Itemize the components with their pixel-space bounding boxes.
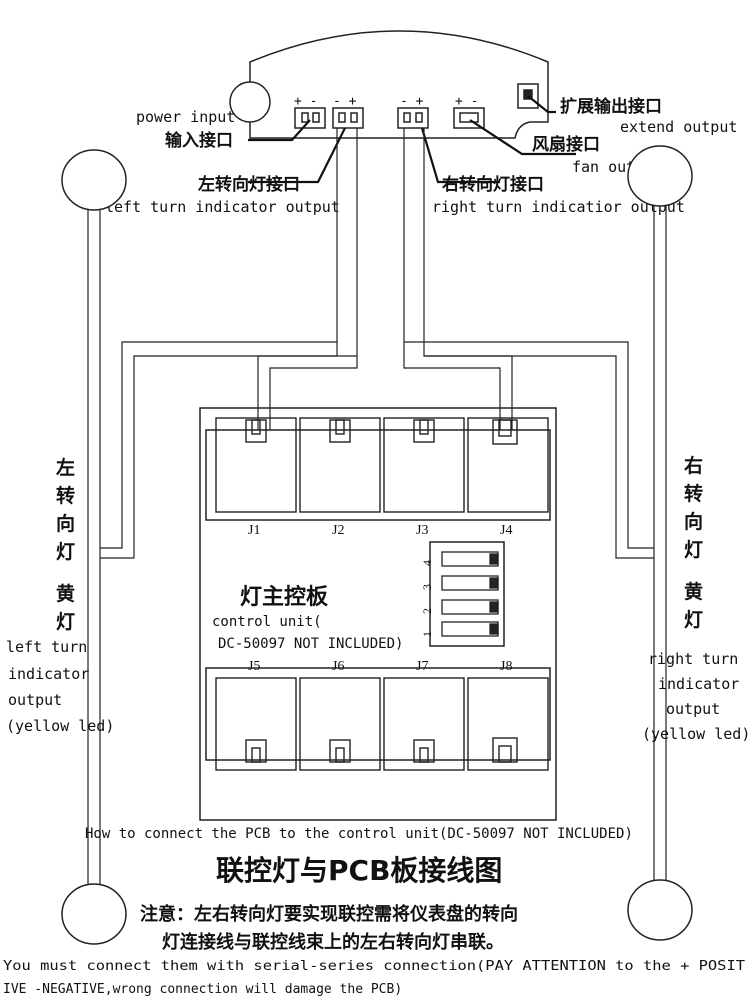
dip-number: 1	[420, 631, 434, 637]
connector-label-j4: J4	[500, 523, 512, 538]
left-led-top	[61, 149, 127, 211]
right-cn-char: 转	[684, 482, 703, 505]
left-cn-char: 黄	[56, 582, 75, 605]
left-leds	[61, 149, 127, 945]
how-to-caption: How to connect the PCB to the control un…	[85, 826, 633, 842]
right-en-line: output	[666, 700, 720, 718]
left-turn-cn-label: 左转向灯接口	[198, 174, 300, 195]
warning-line-2: IVE -NEGATIVE,wrong connection will dama…	[3, 982, 402, 997]
control-unit-cn-label: 灯主控板	[240, 584, 329, 610]
pcb-board	[229, 30, 549, 139]
connector-j7	[383, 677, 465, 771]
dip-switch	[429, 541, 505, 647]
leader-lines	[248, 95, 576, 184]
power-pin-marks: + -	[294, 94, 317, 109]
top-connectors	[215, 417, 549, 513]
right-cn-char: 灯	[684, 539, 703, 561]
connector-j2	[299, 417, 381, 513]
connector-j3	[383, 417, 465, 513]
control-unit-label-line1: control unit(	[212, 614, 322, 630]
left-pin-marks: - +	[333, 94, 357, 109]
bottom-connectors	[215, 677, 549, 771]
connector-label-j3: J3	[416, 523, 428, 538]
left-cn-char: 向	[56, 512, 75, 535]
fan-pin-marks: + -	[455, 94, 478, 109]
fan-cn-label: 风扇接口	[532, 134, 600, 155]
right-leds	[627, 145, 693, 941]
left-en-line: (yellow led)	[6, 717, 114, 735]
left-turn-label: left turn indicator output	[105, 198, 340, 216]
warning-line-1: You must connect them with serial-series…	[3, 959, 745, 974]
right-pin-marks: - +	[400, 94, 424, 109]
extend-connector	[517, 83, 539, 109]
connector-label-j5: J5	[248, 659, 260, 674]
left-cn-char: 灯	[56, 541, 75, 563]
power-input-label: power input	[136, 108, 235, 126]
right-cn-char: 向	[684, 510, 703, 533]
left-cn-char: 灯	[56, 611, 75, 633]
extend-output-cn-label: 扩展输出接口	[560, 96, 662, 117]
connector-j4	[467, 417, 549, 513]
left-turn-connector	[332, 107, 364, 129]
left-cn-char: 转	[56, 484, 75, 507]
note-line-1: 注意：左右转向灯要实现联控需将仪表盘的转向	[140, 903, 518, 925]
right-en-line: right turn	[648, 650, 738, 668]
wires	[87, 128, 667, 888]
note-line-2: 灯连接线与联控线束上的左右转向灯串联。	[162, 931, 504, 953]
left-en-line: output	[8, 691, 62, 709]
connector-j8	[467, 677, 549, 771]
right-en-line: (yellow led)	[642, 725, 750, 743]
connector-label-j8: J8	[500, 659, 512, 674]
dip-number: 3	[420, 584, 434, 590]
connector-label-j1: J1	[248, 523, 260, 538]
fan-connector	[453, 107, 485, 129]
left-led-bottom	[61, 883, 127, 945]
right-cn-char: 灯	[684, 609, 703, 631]
diagram-title: 联控灯与PCB板接线图	[216, 854, 502, 887]
left-en-line: left turn	[6, 638, 87, 656]
power-input-connector	[294, 107, 326, 129]
control-unit-label-line2: DC-50097 NOT INCLUDED)	[218, 636, 403, 652]
right-turn-cn-label: 右转向灯接口	[442, 174, 544, 195]
right-turn-connector	[397, 107, 429, 129]
connector-label-j2: J2	[332, 523, 344, 538]
left-en-line: indicator	[8, 665, 89, 683]
right-led-top	[627, 145, 693, 207]
dip-number: 2	[420, 608, 434, 614]
left-cn-char: 左	[56, 456, 75, 479]
right-turn-label: right turn indicatior output	[432, 198, 685, 216]
connector-j6	[299, 677, 381, 771]
connector-label-j7: J7	[416, 659, 428, 674]
right-cn-char: 黄	[684, 580, 703, 603]
dip-switch-slots	[441, 551, 499, 637]
connector-label-j6: J6	[332, 659, 344, 674]
connector-j1	[215, 417, 297, 513]
connector-j5	[215, 677, 297, 771]
left-side-labels: 左 转 向 灯 黄 灯 left turn indicator output (…	[6, 456, 114, 735]
power-input-cn-label: 输入接口	[165, 130, 233, 151]
right-led-bottom	[627, 879, 693, 941]
right-en-line: indicator	[658, 675, 739, 693]
dip-number: 4	[420, 560, 434, 566]
extend-output-label: extend output	[620, 118, 737, 136]
control-unit	[199, 407, 557, 821]
right-side-labels: 右 转 向 灯 黄 灯 right turn indicator output …	[642, 454, 750, 743]
board-connectors	[294, 83, 539, 129]
right-cn-char: 右	[683, 454, 703, 477]
